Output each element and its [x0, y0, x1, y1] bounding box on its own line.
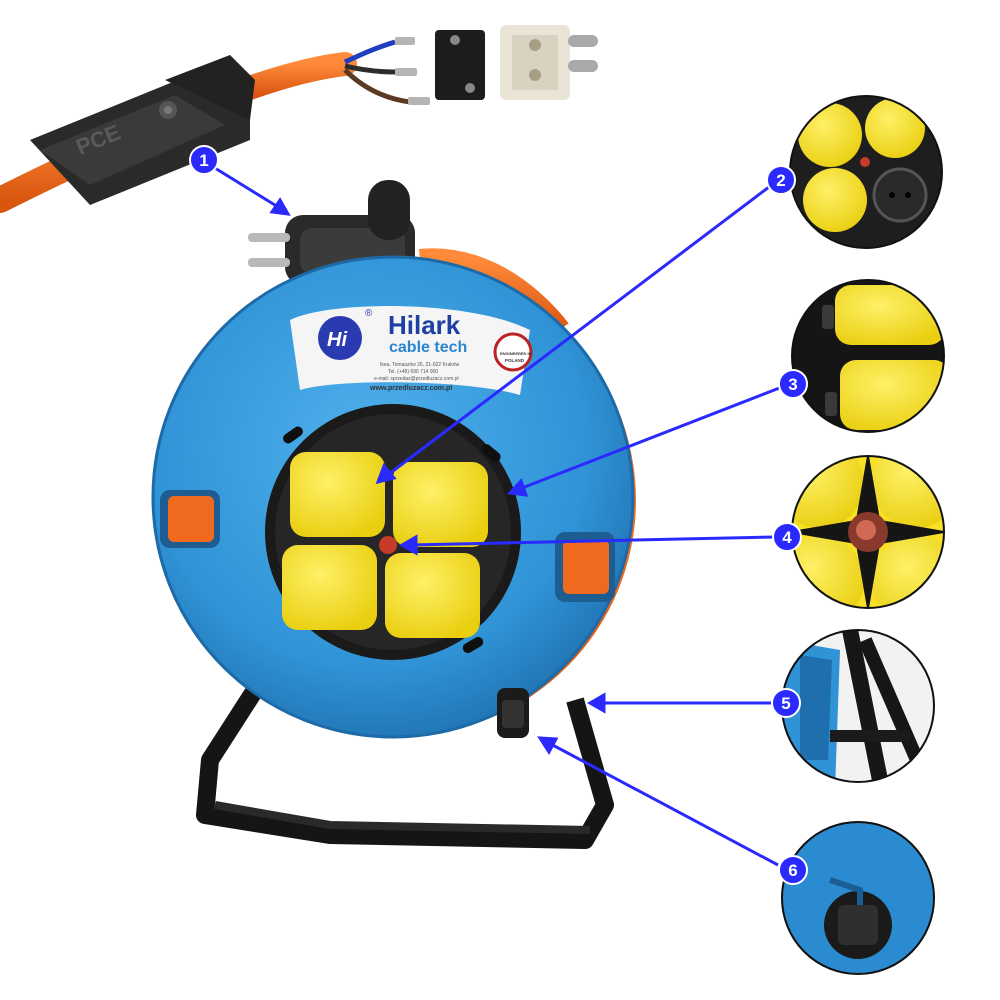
origin-badge-line1: ENGINEERED IN	[500, 351, 532, 356]
socket-bottom-left	[282, 545, 377, 630]
detail-inset-6	[781, 821, 935, 975]
arrow-1	[209, 163, 284, 212]
callout-badge-2-label: 2	[776, 171, 785, 190]
callout-badge-3: 3	[778, 369, 808, 399]
socket-top-right	[393, 462, 488, 547]
socket-bottom-right	[385, 553, 480, 638]
arrow-6	[546, 740, 779, 867]
callout-badge-5: 5	[771, 688, 801, 718]
arrow-5-head	[586, 692, 606, 714]
brand-logo-letter: Hi	[327, 329, 347, 351]
callout-badge-4: 4	[772, 522, 802, 552]
arrow-1-head	[269, 197, 291, 216]
callout-badge-6-label: 6	[788, 861, 797, 880]
callout-arrows	[209, 163, 783, 867]
disassembled-plug	[435, 25, 598, 100]
pce-plug-housing: PCE	[30, 55, 255, 205]
detail-inset-2	[789, 95, 943, 249]
brand-logo	[318, 316, 362, 360]
brand-address-1: Ikea, Tomaszów 26, 21-022 Kraków	[380, 362, 460, 368]
reel-stand	[196, 685, 614, 849]
brand-subname: cable tech	[389, 339, 467, 356]
callout-badge-5-label: 5	[781, 694, 790, 713]
arrow-3	[516, 385, 783, 492]
detail-inset-4	[791, 455, 945, 609]
callout-badge-3-label: 3	[788, 375, 797, 394]
callout-badge-2: 2	[766, 165, 796, 195]
brand-label: Hi ® Hilark cable tech Ikea, Tomaszów 26…	[290, 306, 533, 395]
callout-badge-1-label: 1	[199, 151, 208, 170]
arrow-2	[384, 182, 774, 479]
brand-website: www.przedluzacz.com.pl	[369, 385, 452, 392]
brand-name: Hilark	[388, 310, 461, 340]
socket-cluster	[282, 452, 488, 638]
arrow-4-head	[398, 534, 418, 556]
detail-inset-3	[791, 279, 945, 433]
arrow-4	[409, 535, 775, 547]
arrow-6-head	[537, 736, 559, 755]
callout-badge-1: 1	[189, 145, 219, 175]
socket-top-left	[290, 452, 385, 537]
brand-address-2: Tel. (+48) 690 714 900	[388, 369, 438, 375]
callout-badge-6: 6	[778, 855, 808, 885]
arrow-2-head	[375, 463, 397, 485]
indicator-light	[379, 536, 397, 554]
brand-registered: ®	[365, 308, 373, 319]
brand-address-3: e-mail: sprzedaz@przedluzacz.com.pl	[374, 376, 459, 382]
arrow-3-head	[506, 478, 529, 497]
origin-badge-line2: POLAND	[505, 358, 525, 363]
detail-inset-5	[781, 629, 935, 783]
cable-gland	[497, 688, 529, 738]
origin-badge	[493, 332, 533, 372]
callout-badge-4-label: 4	[782, 528, 792, 547]
